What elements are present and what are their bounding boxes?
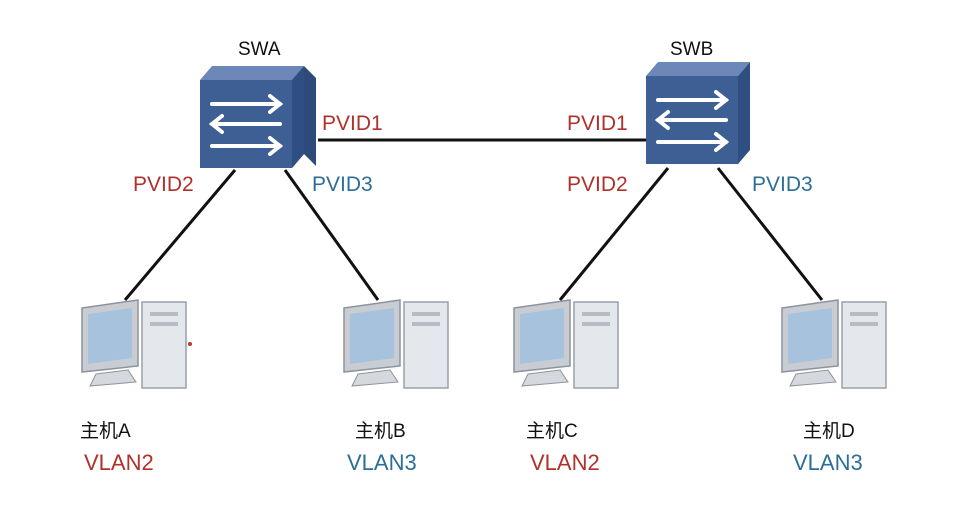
swa-trunk-port-label: PVID1 [322, 112, 383, 135]
switch-icon [646, 62, 750, 164]
host-b-name: 主机B [355, 421, 406, 442]
host-a-name: 主机A [80, 421, 131, 442]
swa-left-port-label: PVID2 [133, 173, 194, 196]
host-b-vlan: VLAN3 [347, 450, 417, 475]
desktop-computer-icon [781, 299, 887, 389]
desktop-computer-icon [343, 299, 449, 389]
link-swa-host-a [123, 169, 237, 301]
swb-right-port-label: PVID3 [752, 173, 813, 196]
host-c-name: 主机C [526, 421, 578, 442]
host-d-vlan: VLAN3 [793, 450, 863, 475]
swb-left-port-label: PVID2 [567, 173, 628, 196]
swb-name: SWB [670, 39, 714, 60]
host-d-name: 主机D [803, 421, 855, 442]
swa-name: SWA [238, 39, 281, 60]
switch-icon [200, 66, 316, 168]
host-c-vlan: VLAN2 [530, 450, 600, 475]
desktop-computer-icon [513, 299, 619, 389]
swa-right-port-label: PVID3 [312, 173, 373, 196]
host-a-vlan: VLAN2 [84, 450, 154, 475]
link-swb-host-d [716, 167, 824, 301]
link-swa-host-b [283, 169, 380, 301]
desktop-computer-icon [81, 299, 192, 389]
swb-trunk-port-label: PVID1 [567, 112, 628, 135]
link-swb-host-c [558, 167, 670, 301]
